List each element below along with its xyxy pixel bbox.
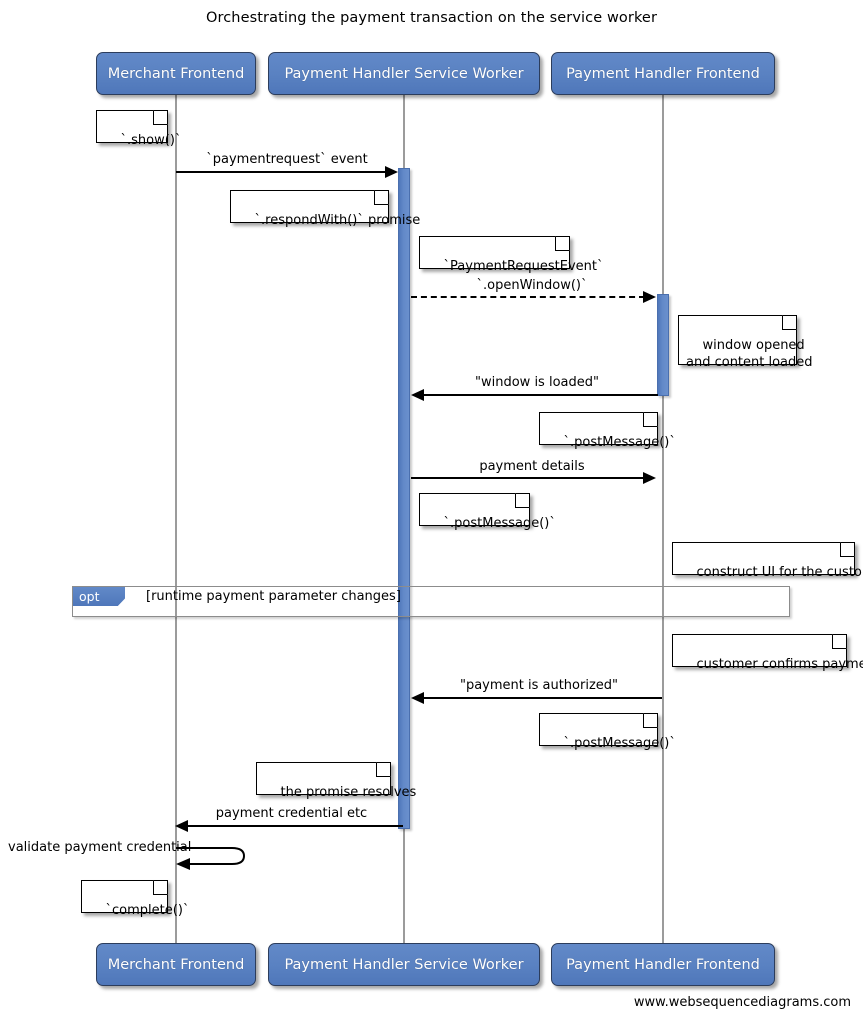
note-fold-icon — [840, 542, 855, 557]
note-fold-icon — [374, 190, 389, 205]
note-post-message-2: `.postMessage()` — [419, 493, 556, 531]
participant-label: Merchant Frontend — [107, 956, 245, 973]
participant-merchant-frontend-bottom[interactable]: Merchant Frontend — [96, 943, 256, 986]
note-fold-icon — [643, 713, 658, 728]
message-line-payment-details — [411, 477, 645, 479]
note-show: `.show()` — [96, 110, 181, 148]
message-arrowhead-payment-authorized — [411, 692, 424, 704]
note-fold-icon — [153, 880, 168, 895]
note-customer-confirms-payment: customer confirms payment — [672, 634, 863, 672]
note-text: `.show()` — [120, 133, 182, 148]
message-line-window-is-loaded — [424, 394, 658, 396]
message-arrowhead-window-is-loaded — [411, 389, 424, 401]
note-respond-with-promise: `.respondWith()` promise — [230, 190, 420, 228]
participant-label: Merchant Frontend — [107, 65, 245, 82]
note-text: `.respondWith()` promise — [254, 213, 421, 228]
participant-payment-handler-frontend-bottom[interactable]: Payment Handler Frontend — [551, 943, 775, 986]
message-label-window-is-loaded: "window is loaded" — [475, 375, 599, 390]
participant-label: Payment Handler Service Worker — [284, 956, 524, 973]
message-line-payment-authorized — [424, 697, 662, 699]
message-line-paymentrequest — [176, 171, 390, 173]
message-arrowhead-open-window — [643, 291, 656, 303]
participant-service-worker-bottom[interactable]: Payment Handler Service Worker — [268, 943, 540, 986]
participant-label: Payment Handler Frontend — [566, 956, 760, 973]
footer-watermark[interactable]: www.websequencediagrams.com — [633, 995, 851, 1010]
message-arrowhead-payment-credential — [175, 820, 188, 832]
message-label-payment-details: payment details — [479, 459, 585, 474]
note-text: customer confirms payment — [696, 657, 863, 672]
note-text: `.postMessage()` — [563, 736, 676, 751]
message-arrowhead-paymentrequest — [385, 166, 398, 178]
message-label-open-window: `.openWindow()` — [476, 278, 588, 293]
note-post-message-1: `.postMessage()` — [539, 412, 676, 450]
participant-label: Payment Handler Frontend — [566, 65, 760, 82]
note-promise-resolves: the promise resolves — [256, 762, 416, 800]
fragment-opt — [72, 586, 790, 617]
note-fold-icon — [643, 412, 658, 427]
note-window-opened: window opened and content loaded — [678, 315, 813, 370]
fragment-opt-kind-label: opt — [79, 589, 100, 604]
page-title: Orchestrating the payment transaction on… — [205, 10, 658, 26]
note-text: construct UI for the customer — [696, 565, 863, 580]
message-arrowhead-payment-details — [643, 472, 656, 484]
note-construct-ui: construct UI for the customer — [672, 542, 863, 580]
participant-merchant-frontend-top[interactable]: Merchant Frontend — [96, 52, 256, 95]
participant-payment-handler-frontend-top[interactable]: Payment Handler Frontend — [551, 52, 775, 95]
note-fold-icon — [782, 315, 797, 330]
note-fold-icon — [376, 762, 391, 777]
activation-payment-handler-frontend — [657, 294, 669, 396]
note-fold-icon — [555, 236, 570, 251]
note-text: window opened and content loaded — [686, 338, 813, 370]
note-fold-icon — [832, 634, 847, 649]
activation-service-worker — [398, 168, 410, 829]
note-complete: `complete()` — [81, 880, 189, 918]
lifeline-payment-handler-frontend — [662, 95, 664, 944]
message-self-loop-validate-credential — [174, 840, 250, 870]
message-line-open-window — [411, 296, 645, 298]
note-text: `complete()` — [105, 903, 190, 918]
note-post-message-3: `.postMessage()` — [539, 713, 676, 751]
note-text: `.postMessage()` — [563, 435, 676, 450]
note-payment-request-event: `PaymentRequestEvent` — [419, 236, 604, 274]
lifeline-merchant — [175, 95, 177, 944]
note-text: `PaymentRequestEvent` — [443, 259, 604, 274]
message-label-payment-credential: payment credential etc — [215, 806, 368, 821]
participant-service-worker-top[interactable]: Payment Handler Service Worker — [268, 52, 540, 95]
note-text: `.postMessage()` — [443, 516, 556, 531]
message-label-paymentrequest: `paymentrequest` event — [206, 152, 368, 167]
note-text: the promise resolves — [280, 785, 417, 800]
note-fold-icon — [515, 493, 530, 508]
fragment-opt-condition: [runtime payment parameter changes] — [146, 589, 401, 604]
participant-label: Payment Handler Service Worker — [284, 65, 524, 82]
message-label-payment-authorized: "payment is authorized" — [459, 678, 619, 693]
message-label-validate-credential: validate payment credential — [8, 840, 192, 855]
note-fold-icon — [153, 110, 168, 125]
fragment-opt-tab: opt — [73, 587, 125, 606]
message-line-payment-credential — [188, 825, 403, 827]
